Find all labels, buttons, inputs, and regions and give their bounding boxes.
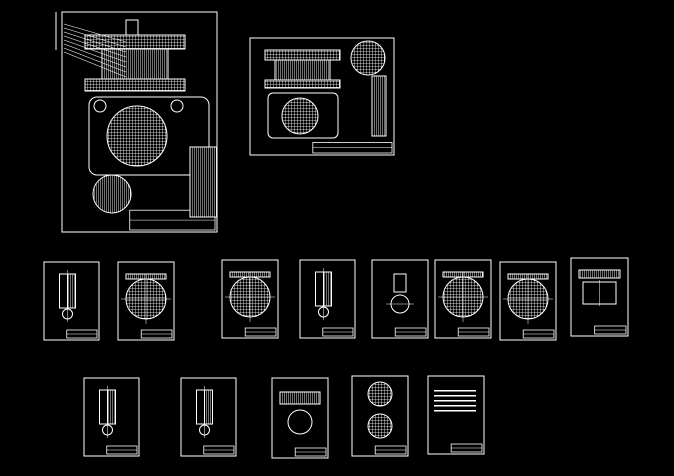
leader-line — [63, 23, 127, 43]
parts-list — [189, 146, 218, 218]
leader-line — [63, 43, 127, 68]
part-drawing-2 — [117, 261, 175, 341]
part-drawing-5 — [371, 259, 429, 339]
part-drawing-8 — [570, 257, 629, 337]
blank-circle — [106, 105, 168, 167]
block-section — [578, 269, 621, 279]
part-drawing-10 — [180, 377, 237, 457]
leader-line — [63, 51, 127, 78]
ring-section — [393, 273, 407, 293]
leader-line — [63, 47, 127, 73]
sheet-border — [61, 11, 218, 233]
part-drawing-4 — [299, 259, 356, 339]
part-drawing-1 — [43, 261, 100, 341]
sheet-border — [570, 257, 629, 337]
part-drawing-11 — [271, 377, 329, 459]
part-drawing-6 — [434, 259, 492, 339]
bowl-section — [279, 391, 321, 405]
blank-circle — [281, 97, 319, 135]
punch-body — [196, 389, 205, 425]
leader-line — [63, 27, 127, 48]
punch-section — [67, 273, 76, 309]
punch-section — [107, 389, 116, 425]
punch-body — [99, 389, 108, 425]
part-drawing-9 — [83, 377, 140, 457]
sheet-border — [221, 259, 279, 339]
sheet-border — [43, 261, 100, 341]
sheet-border — [83, 377, 140, 457]
note-line — [434, 400, 476, 402]
assembly-drawing-secondary — [249, 37, 395, 156]
sheet-border — [427, 375, 485, 455]
part-circle — [350, 40, 386, 76]
upper-die-plate — [84, 34, 186, 50]
part-drawing-12 — [351, 375, 409, 457]
punch-section — [274, 59, 331, 81]
base-outline — [267, 92, 339, 139]
die-base-outline — [88, 96, 210, 176]
guide-hole — [93, 99, 107, 113]
shank — [125, 19, 139, 36]
lower-die-plate — [84, 78, 186, 92]
punch-section — [323, 271, 332, 307]
part-drawing-3 — [221, 259, 279, 339]
note-line — [434, 390, 476, 392]
sheet-border — [271, 377, 329, 459]
sheet-border — [351, 375, 409, 457]
bowl-circle — [287, 409, 313, 435]
note-line — [434, 410, 476, 412]
circle-top — [367, 381, 393, 407]
circle-bottom — [367, 413, 393, 439]
note-line — [434, 405, 476, 407]
sheet-border — [371, 259, 429, 339]
sheet-border — [299, 259, 356, 339]
punch-body — [315, 271, 324, 307]
note-line — [434, 395, 476, 397]
sheet-border — [434, 259, 492, 339]
upper-plate — [264, 49, 341, 61]
leader-line — [63, 39, 127, 63]
sheet-border — [117, 261, 175, 341]
leader-line — [63, 31, 127, 53]
lower-plate — [264, 79, 341, 89]
sheet-border — [180, 377, 237, 457]
sheet-border — [499, 261, 557, 341]
part-circle — [92, 174, 132, 214]
punch-section — [204, 389, 213, 425]
punch-section — [101, 48, 169, 82]
leader-line — [63, 35, 127, 58]
part-drawing-7 — [499, 261, 557, 341]
assembly-drawing-main — [61, 11, 218, 233]
parts-list — [371, 75, 387, 137]
guide-hole — [170, 99, 184, 113]
part-drawing-13 — [427, 375, 485, 455]
sheet-border — [249, 37, 395, 156]
punch-body — [59, 273, 68, 309]
